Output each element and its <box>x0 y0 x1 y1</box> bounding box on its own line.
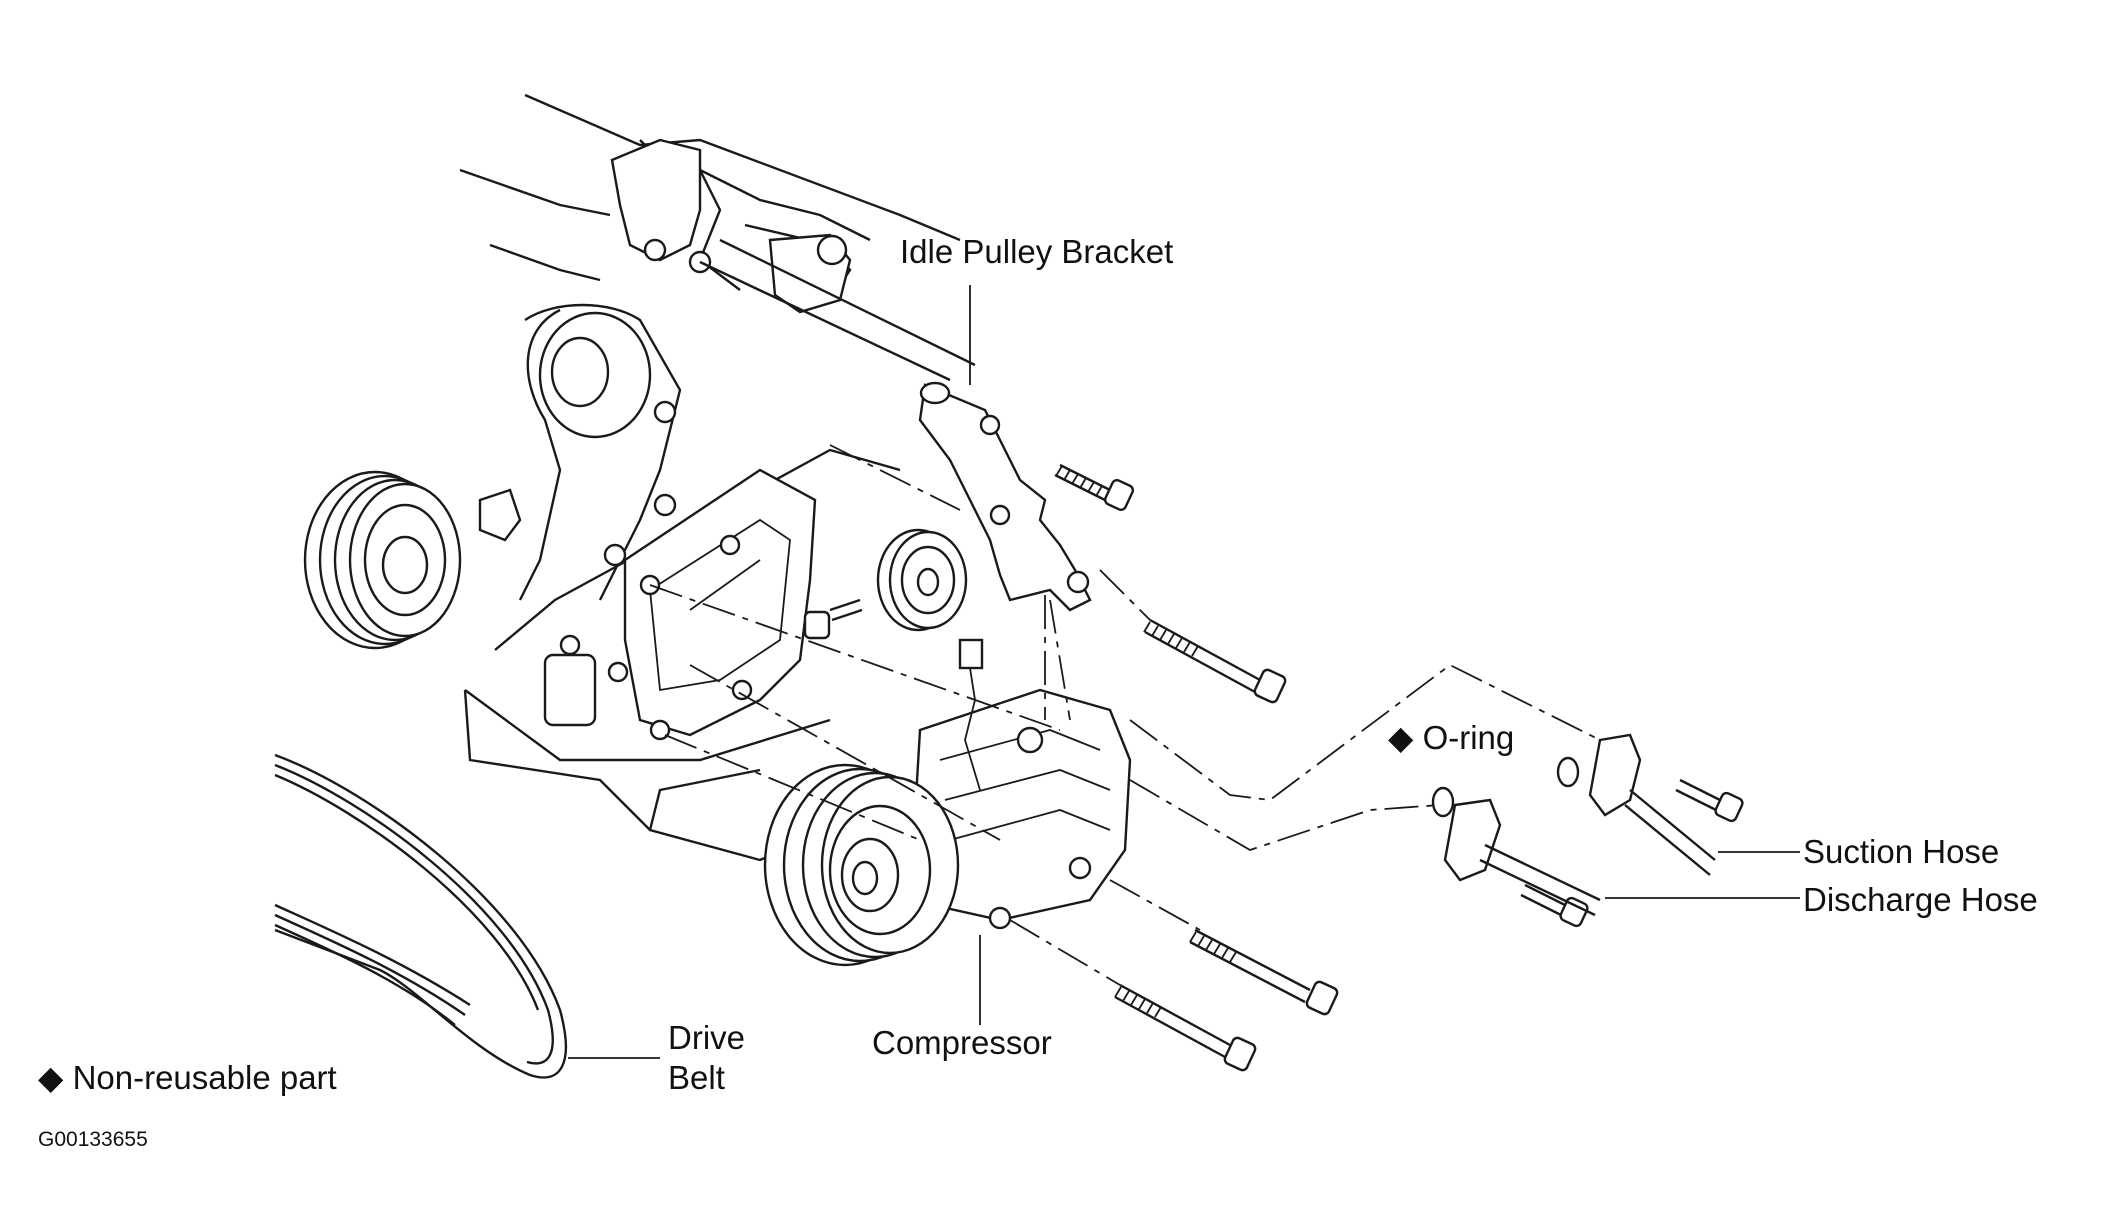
leader-lines <box>568 285 1800 1059</box>
drive-belt-label-line2: Belt <box>668 1059 725 1096</box>
compressor <box>763 638 1132 967</box>
o-ring-callout: ◆ O-ring <box>1388 718 1514 758</box>
o-ring-label: O-ring <box>1422 719 1515 756</box>
crank-pulley <box>303 470 522 650</box>
non-reusable-label: Non-reusable part <box>72 1059 337 1096</box>
discharge-hose-label: Discharge Hose <box>1803 881 2038 918</box>
alignment-lines <box>649 444 1601 986</box>
bolts <box>803 463 1744 1072</box>
non-reusable-legend: ◆ Non-reusable part <box>38 1058 337 1098</box>
idle-pulley-bracket <box>876 381 1092 632</box>
drive-belt-label-line1: Drive <box>668 1019 746 1056</box>
idle-pulley-bracket-label: Idle Pulley Bracket <box>900 233 1174 270</box>
engine-block <box>459 93 976 862</box>
compressor-label: Compressor <box>872 1024 1052 1061</box>
hoses <box>1431 733 1716 917</box>
figure-code: G00133655 <box>38 1128 148 1151</box>
drive-belt <box>274 753 568 1079</box>
diamond-marker-icon: ◆ <box>1388 719 1414 756</box>
suction-hose-label: Suction Hose <box>1803 833 2000 870</box>
diamond-marker-icon: ◆ <box>38 1059 64 1096</box>
